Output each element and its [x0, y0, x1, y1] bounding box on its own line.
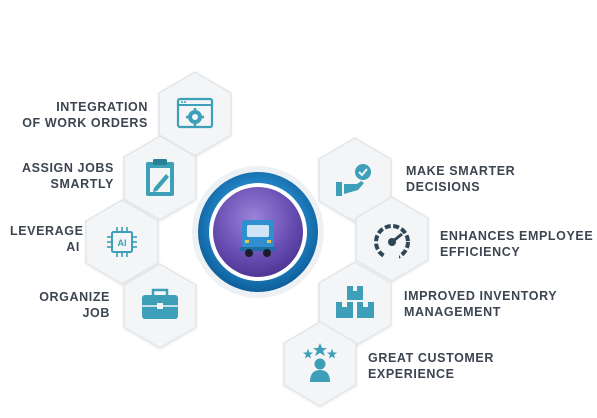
label-make-smarter-decisions: MAKE SMARTER DECISIONS — [406, 163, 515, 195]
label-line: ORGANIZE — [39, 290, 110, 304]
clipboard-pencil-icon — [146, 159, 174, 196]
label-line: INTEGRATION — [56, 100, 148, 114]
label-line: DECISIONS — [406, 180, 481, 194]
label-line: OF WORK ORDERS — [22, 116, 148, 130]
label-line: GREAT CUSTOMER — [368, 351, 494, 365]
hex-make-smarter-decisions — [318, 137, 392, 223]
svg-text:AI: AI — [118, 238, 127, 248]
label-great-customer-experience: GREAT CUSTOMER EXPERIENCE — [368, 350, 494, 382]
label-assign-jobs-smartly: ASSIGN JOBS SMARTLY — [10, 160, 114, 192]
center-hub — [192, 166, 324, 298]
speedometer-icon — [374, 224, 410, 260]
hex-enhances-employee-efficiency — [355, 196, 429, 282]
label-line: ASSIGN JOBS — [21, 161, 114, 175]
label-line: IMPROVED INVENTORY — [404, 289, 558, 303]
label-line: ENHANCES EMPLOYEE — [440, 229, 594, 243]
hex-improved-inventory-management — [318, 261, 392, 347]
hex-assign-jobs-smartly — [123, 135, 197, 221]
label-leverage-ai: LEVERAGE AI — [10, 223, 84, 255]
label-line: LEVERAGE — [10, 224, 84, 238]
label-line: MAKE SMARTER — [406, 164, 516, 178]
label-line: AI — [66, 240, 80, 254]
label-line: MANAGEMENT — [404, 305, 501, 319]
label-line: EFFICIENCY — [440, 245, 521, 259]
hex-leverage-ai: AI — [85, 199, 159, 285]
hex-organize-job — [123, 263, 197, 349]
label-line: JOB — [82, 306, 110, 320]
settings-window-icon — [176, 97, 214, 129]
ai-chip-icon: AI — [107, 227, 137, 257]
briefcase-icon — [142, 288, 178, 319]
label-enhances-employee-efficiency: ENHANCES EMPLOYEE EFFICIENCY — [440, 228, 593, 260]
label-organize-job: ORGANIZE JOB — [20, 289, 110, 321]
delivery-truck-icon — [240, 220, 276, 257]
label-line: EXPERIENCE — [368, 367, 455, 381]
hex-great-customer-experience — [283, 321, 357, 407]
label-line: SMARTLY — [50, 177, 114, 191]
label-integration-of-work-orders: INTEGRATION OF WORK ORDERS — [20, 99, 148, 131]
stacked-boxes-icon — [336, 286, 374, 318]
label-improved-inventory-management: IMPROVED INVENTORY MANAGEMENT — [404, 288, 557, 320]
customer-stars-icon — [303, 343, 337, 382]
hand-check-icon — [336, 164, 371, 196]
